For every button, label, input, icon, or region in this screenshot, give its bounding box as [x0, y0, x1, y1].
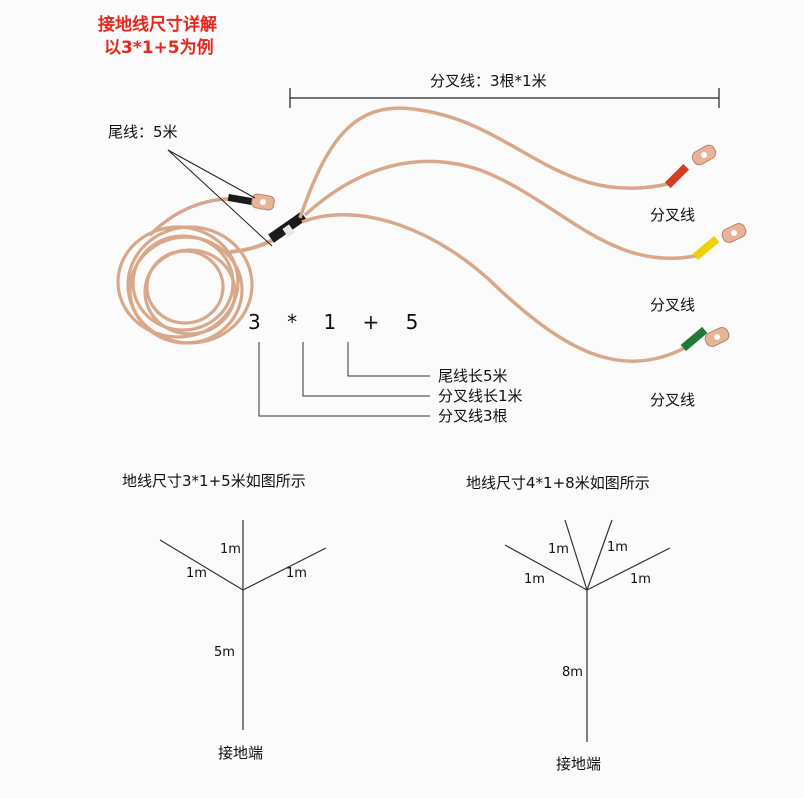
- legend-tail-length: 尾线长5米: [438, 367, 508, 385]
- diagram-right-branch-2: 1m: [607, 540, 628, 555]
- diagram-right-branch-3: 1m: [524, 572, 545, 587]
- title-line-2: 以3*1+5为例: [104, 38, 214, 58]
- branch-3-wire: [301, 213, 691, 363]
- cable-coil: [116, 225, 254, 345]
- diagram-right-trunk: 8m: [562, 665, 583, 680]
- diagram-right-title: 地线尺寸4*1+8米如图所示: [466, 474, 650, 492]
- diagram-left-branch-2: 1m: [186, 566, 207, 581]
- diagram-left-branch-3: 1m: [286, 566, 307, 581]
- diagram-right-branch-1: 1m: [548, 542, 569, 557]
- diagram-left-title: 地线尺寸3*1+5米如图所示: [122, 472, 306, 490]
- tail-leader-lines: [167, 149, 273, 247]
- title-line-1: 接地线尺寸详解: [98, 15, 217, 35]
- diagram-right-lines: [504, 519, 671, 742]
- diagram-right-branch-4: 1m: [630, 572, 651, 587]
- tail-label: 尾线：5米: [108, 123, 178, 141]
- legend-branch-count: 分叉线3根: [438, 407, 508, 425]
- legend-brackets: [258, 342, 430, 417]
- branch-label-3: 分叉线: [650, 391, 696, 409]
- branch-2-sleeve: [692, 235, 720, 261]
- diagram-left-trunk: 5m: [214, 645, 235, 660]
- spec-code: 3 * 1 + 5: [248, 310, 429, 334]
- diagram-left-ground: 接地端: [218, 744, 264, 762]
- branch-1-sleeve: [664, 163, 690, 189]
- branch-label-1: 分叉线: [650, 206, 696, 224]
- branch-dimension-label: 分叉线：3根*1米: [430, 72, 547, 90]
- legend-branch-length: 分叉线长1米: [438, 387, 523, 405]
- diagram-left-lines: [159, 520, 327, 730]
- diagram-right-ground: 接地端: [556, 755, 602, 773]
- branch-label-2: 分叉线: [650, 296, 696, 314]
- branch-1-wire: [298, 106, 673, 219]
- branch-3-sleeve: [680, 326, 708, 352]
- diagram-left-branch-1: 1m: [220, 542, 241, 557]
- branch-dimension-line: [289, 88, 720, 108]
- branch-2-wire: [303, 159, 701, 261]
- tail-sleeve: [227, 193, 253, 206]
